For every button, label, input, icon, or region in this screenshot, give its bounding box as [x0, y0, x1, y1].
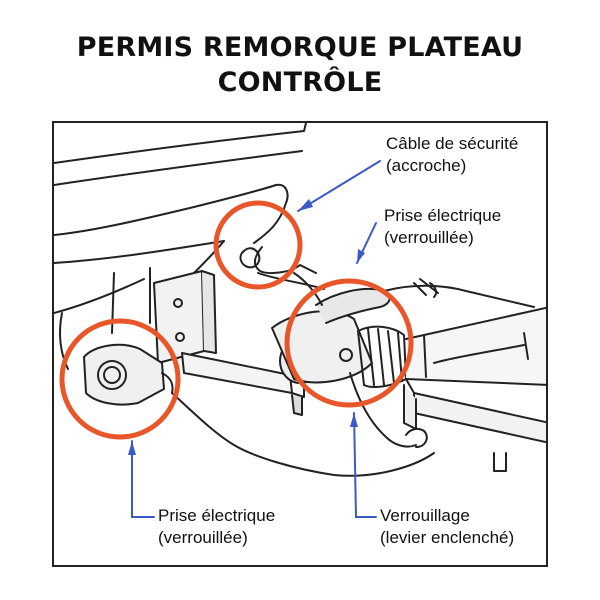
hitch-illustration: [54, 123, 546, 518]
label-safety-cable-line-2: (accroche): [386, 156, 467, 175]
trailer-crossmember: [413, 392, 546, 444]
label-plug-top: Prise électrique (verrouillée): [384, 205, 502, 249]
label-lock-line-2: (levier enclenché): [380, 528, 515, 547]
label-plug-top-line-1: Prise électrique: [384, 206, 502, 225]
safety-cable: [254, 246, 317, 274]
highlight-coupler-lock: [284, 278, 414, 408]
label-plug-left-line-2: (verrouillée): [158, 528, 248, 547]
trailer-drawbar: [405, 306, 546, 386]
electric-cable: [383, 284, 535, 308]
hitch-bracket: [153, 270, 205, 364]
drawbar: [181, 352, 293, 394]
highlight-electric-plug-left: [59, 318, 181, 440]
label-lock-line-1: Verrouillage: [380, 506, 470, 525]
label-plug-left-line-1: Prise électrique: [158, 506, 276, 525]
label-plug-left: Prise électrique (verrouillée): [158, 505, 276, 549]
coupler-bellows: [357, 325, 407, 388]
page-title-line-1: PERMIS REMORQUE PLATEAU: [76, 32, 524, 63]
label-safety-cable-line-1: Câble de sécurité: [386, 134, 519, 153]
label-safety-cable: Câble de sécurité (accroche): [386, 133, 519, 177]
vehicle-body: [54, 123, 307, 164]
label-lock: Verrouillage (levier enclenché): [380, 505, 515, 549]
vehicle-bumper: [54, 184, 277, 236]
hitch-illustration-frame: Câble de sécurité (accroche) Prise élect…: [52, 121, 548, 567]
leader-safety-cable: [297, 160, 381, 212]
leader-plug-left: [131, 440, 155, 518]
label-plug-top-line-2: (verrouillée): [384, 228, 474, 247]
highlight-safety-cable: [213, 200, 303, 290]
electric-plug-left: [83, 343, 165, 406]
leader-lock: [353, 412, 377, 518]
page-title-line-2: CONTRÔLE: [217, 67, 383, 98]
